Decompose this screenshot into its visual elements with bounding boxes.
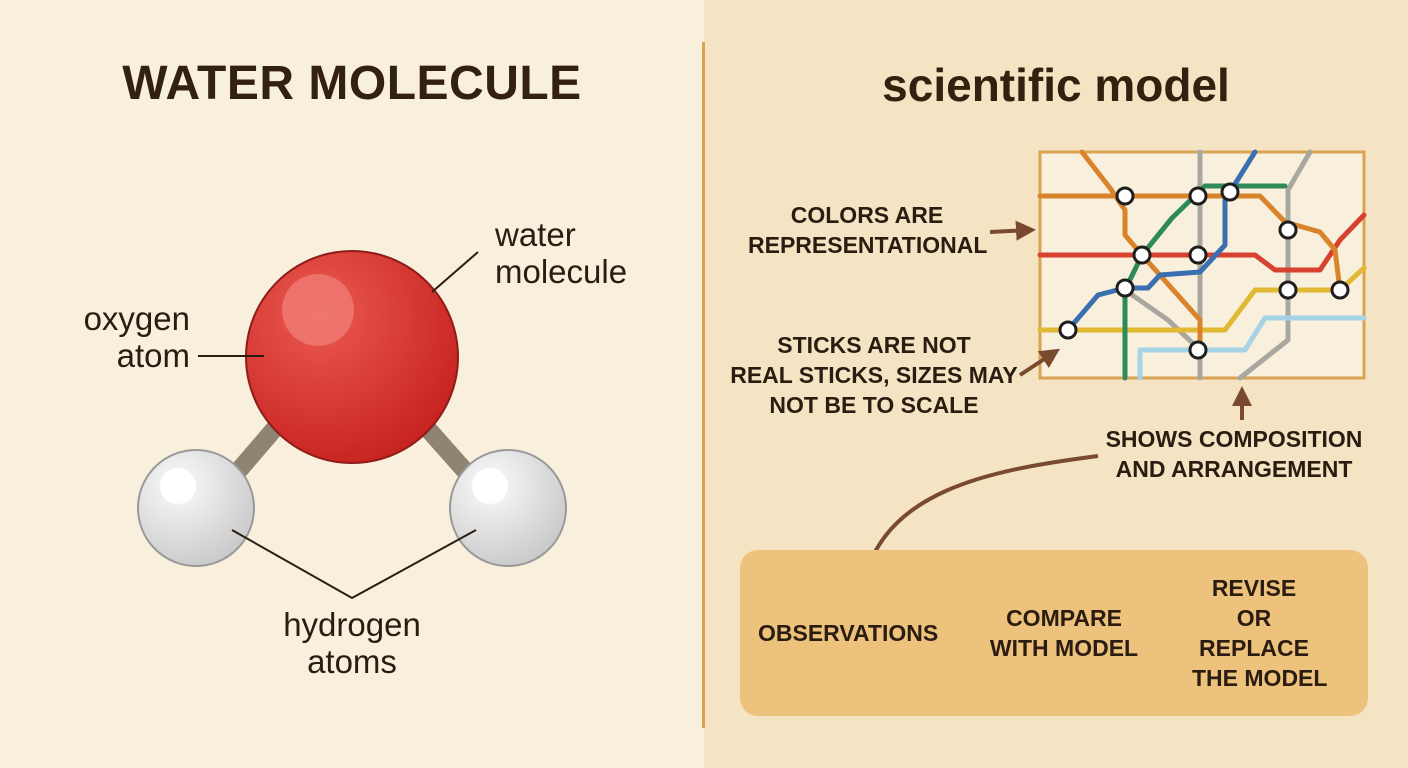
water-molecule-title: WATER MOLECULE [122, 57, 582, 110]
revise-step-line: REPLACE [1199, 635, 1309, 661]
colors-annotation: COLORS ARE REPRESENTATIONAL [748, 200, 988, 260]
compare-step-line: WITH MODEL [989, 635, 1139, 661]
map-line-green [1122, 183, 1288, 381]
hydrogen-atom-left [137, 449, 255, 567]
composition-annotation-line: AND ARRANGEMENT [1115, 456, 1353, 482]
colors-arrow [989, 220, 1036, 241]
water-molecule-label: water molecule [495, 216, 627, 290]
composition-annotation-line: SHOWS COMPOSITION [1105, 426, 1363, 452]
map-line-red [1037, 212, 1367, 273]
revise-step-line: OR [1236, 605, 1272, 631]
sticks-annotation-line: REAL STICKS, SIZES MAY [730, 362, 1018, 388]
hydrogen-atoms-label: hydrogen atoms [262, 606, 442, 680]
sticks-annotation: STICKS ARE NOT REAL STICKS, SIZES MAY NO… [724, 330, 1024, 420]
revise-step-line: THE MODEL [1192, 665, 1328, 691]
oxygen-atom-label: oxygen atom [68, 300, 190, 374]
water-molecule-leader [431, 251, 479, 293]
map-station [1115, 186, 1135, 206]
map-line-orange [1079, 149, 1203, 353]
map-line-gray-c [1122, 287, 1203, 353]
map-station [1115, 278, 1135, 298]
hydrogen-atoms-label-line: atoms [307, 643, 397, 680]
map-station [1188, 245, 1208, 265]
panel-divider [702, 42, 705, 728]
hydrogen-atoms-leader [231, 529, 477, 600]
observations-step: OBSERVATIONS [758, 620, 939, 646]
oxygen-atom [245, 250, 459, 464]
sticks-annotation-line: STICKS ARE NOT [777, 332, 971, 358]
oxygen-atom-label-line: oxygen [83, 300, 190, 337]
composition-annotation: SHOWS COMPOSITION AND ARRANGEMENT [1102, 424, 1366, 484]
model-map [1037, 149, 1367, 381]
revise-step: REVISE OR REPLACE THE MODEL [1192, 573, 1328, 693]
map-station [1132, 245, 1152, 265]
compare-step-line: COMPARE [1006, 605, 1122, 631]
compare-step: COMPARE WITH MODEL [986, 603, 1142, 663]
revise-step-line: REVISE [1211, 575, 1297, 601]
map-line-lightblue [1137, 315, 1367, 381]
colors-annotation-line: REPRESENTATIONAL [748, 232, 988, 258]
water-molecule-label-line: molecule [495, 253, 628, 290]
sticks-annotation-line: NOT BE TO SCALE [769, 392, 979, 418]
map-station [1278, 220, 1298, 240]
oxygen-atom-label-line: atom [116, 337, 190, 374]
map-line-blue [1065, 149, 1258, 333]
sticks-arrow [1018, 348, 1061, 377]
map-line-yellow [1037, 265, 1367, 333]
hydrogen-atom-right [449, 449, 567, 567]
map-station [1058, 320, 1078, 340]
water-molecule-label-line: water [495, 216, 576, 253]
map-line-gray-b [1237, 149, 1313, 381]
model-process-box [740, 550, 1368, 716]
map-station [1330, 280, 1350, 300]
map-station [1188, 186, 1208, 206]
map-station [1278, 280, 1298, 300]
scientific-model-title: scientific model [882, 59, 1230, 111]
hydrogen-atoms-label-line: hydrogen [283, 606, 421, 643]
map-station [1188, 340, 1208, 360]
map-station [1220, 182, 1240, 202]
colors-annotation-line: COLORS ARE [790, 202, 944, 228]
